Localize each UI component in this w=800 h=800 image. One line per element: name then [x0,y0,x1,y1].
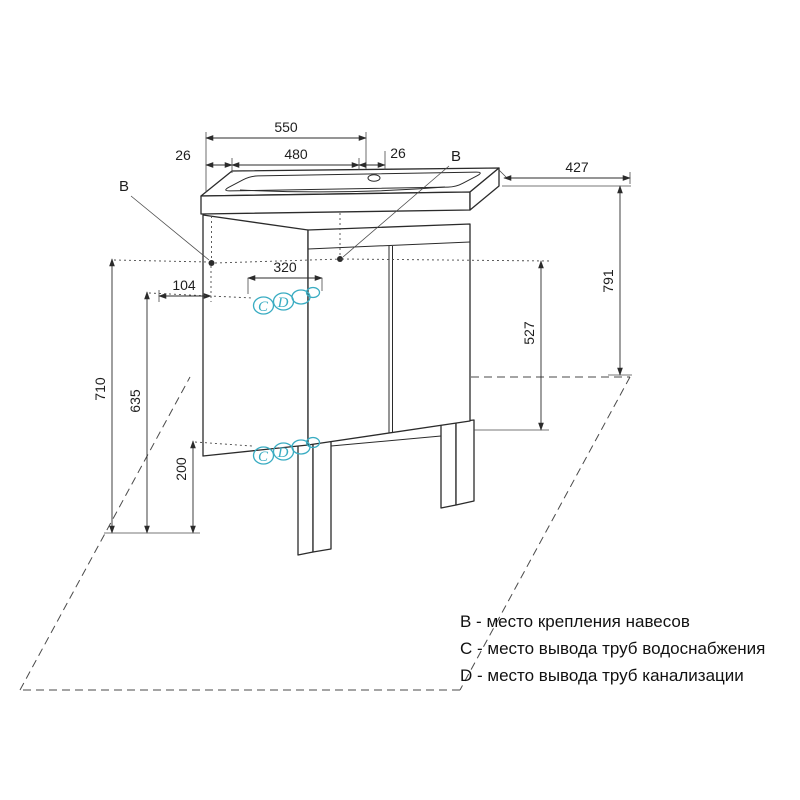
floor-edge-right [459,376,631,691]
cabinet-bottom-back-edge [330,435,442,447]
ext-527-top-left [214,258,343,264]
mounting-points: B B [119,148,461,266]
pipe-c-lower-ring-icon [252,446,275,465]
dim-text-710: 710 [92,377,108,401]
label-b-left: B [119,178,129,195]
label-c-lower: C [258,449,269,465]
label-d-lower: D [277,445,289,461]
label-c-upper: C [258,299,269,315]
dim-text-635: 635 [127,389,143,413]
dim-text-26-left: 26 [175,147,191,163]
label-b-right: B [451,148,461,165]
dimension-320: 320 [247,259,323,294]
dimension-200: 200 [104,440,253,534]
mount-right-leader [342,165,450,258]
dim-text-550: 550 [274,119,298,135]
mount-left-dot [208,260,215,266]
cabinet-legs [297,419,475,556]
dim-text-104: 104 [172,277,196,293]
dim-text-527: 527 [521,321,537,345]
floor-plane [19,376,631,691]
washbasin [200,167,500,215]
cabinet-body [202,214,471,457]
tap-hole [367,174,381,182]
front-right-leg-side [440,421,457,509]
ext-635-top [148,292,253,299]
dimension-635: 635 [127,291,253,534]
front-right-leg-front [455,419,475,506]
legend-line-b: B - место крепления навесов [460,612,690,631]
basin-rim-front-face [200,191,471,215]
dim-text-480: 480 [284,146,308,162]
cabinet-top-rail-line [307,241,471,250]
front-left-leg-side [297,440,314,556]
dimension-527: 527 [214,258,550,431]
pipes-lower-cluster: C D [252,436,321,465]
dim-text-26-right: 26 [390,145,406,161]
basin-rim-right-face [469,167,500,211]
basin-bowl-curve [239,186,446,193]
label-d-upper: D [277,295,289,311]
pipe-c-upper-ring-icon [252,296,275,315]
legend-line-d: D - место вывода труб канализации [460,666,744,685]
ext-710-top [113,259,209,263]
dim-text-200: 200 [173,457,189,481]
floor-edge-left [19,376,191,691]
front-left-leg-front [312,438,332,553]
pipe-ring-lower-2-icon [305,436,321,449]
dimension-427: 427 [498,159,631,184]
dim-text-320: 320 [273,259,297,275]
legend: B - место крепления навесов C - место вы… [460,612,765,685]
legend-line-c: C - место вывода труб водоснабжения [460,639,765,658]
pipe-ring-upper-2-icon [305,286,321,299]
dimension-480-26: 26 480 26 [175,145,406,173]
dim-text-791: 791 [600,269,616,293]
dimension-104: 104 [158,266,212,302]
dimension-550: 550 [205,119,367,192]
dim-text-427: 427 [565,159,589,175]
basin-inner-rim [225,171,481,192]
mount-left-leader [130,195,210,261]
pipes-upper-cluster: C D [252,286,321,315]
dimension-791: 791 [502,185,632,376]
cabinet-side-panel [202,214,309,457]
dimension-710: 710 [92,258,209,534]
